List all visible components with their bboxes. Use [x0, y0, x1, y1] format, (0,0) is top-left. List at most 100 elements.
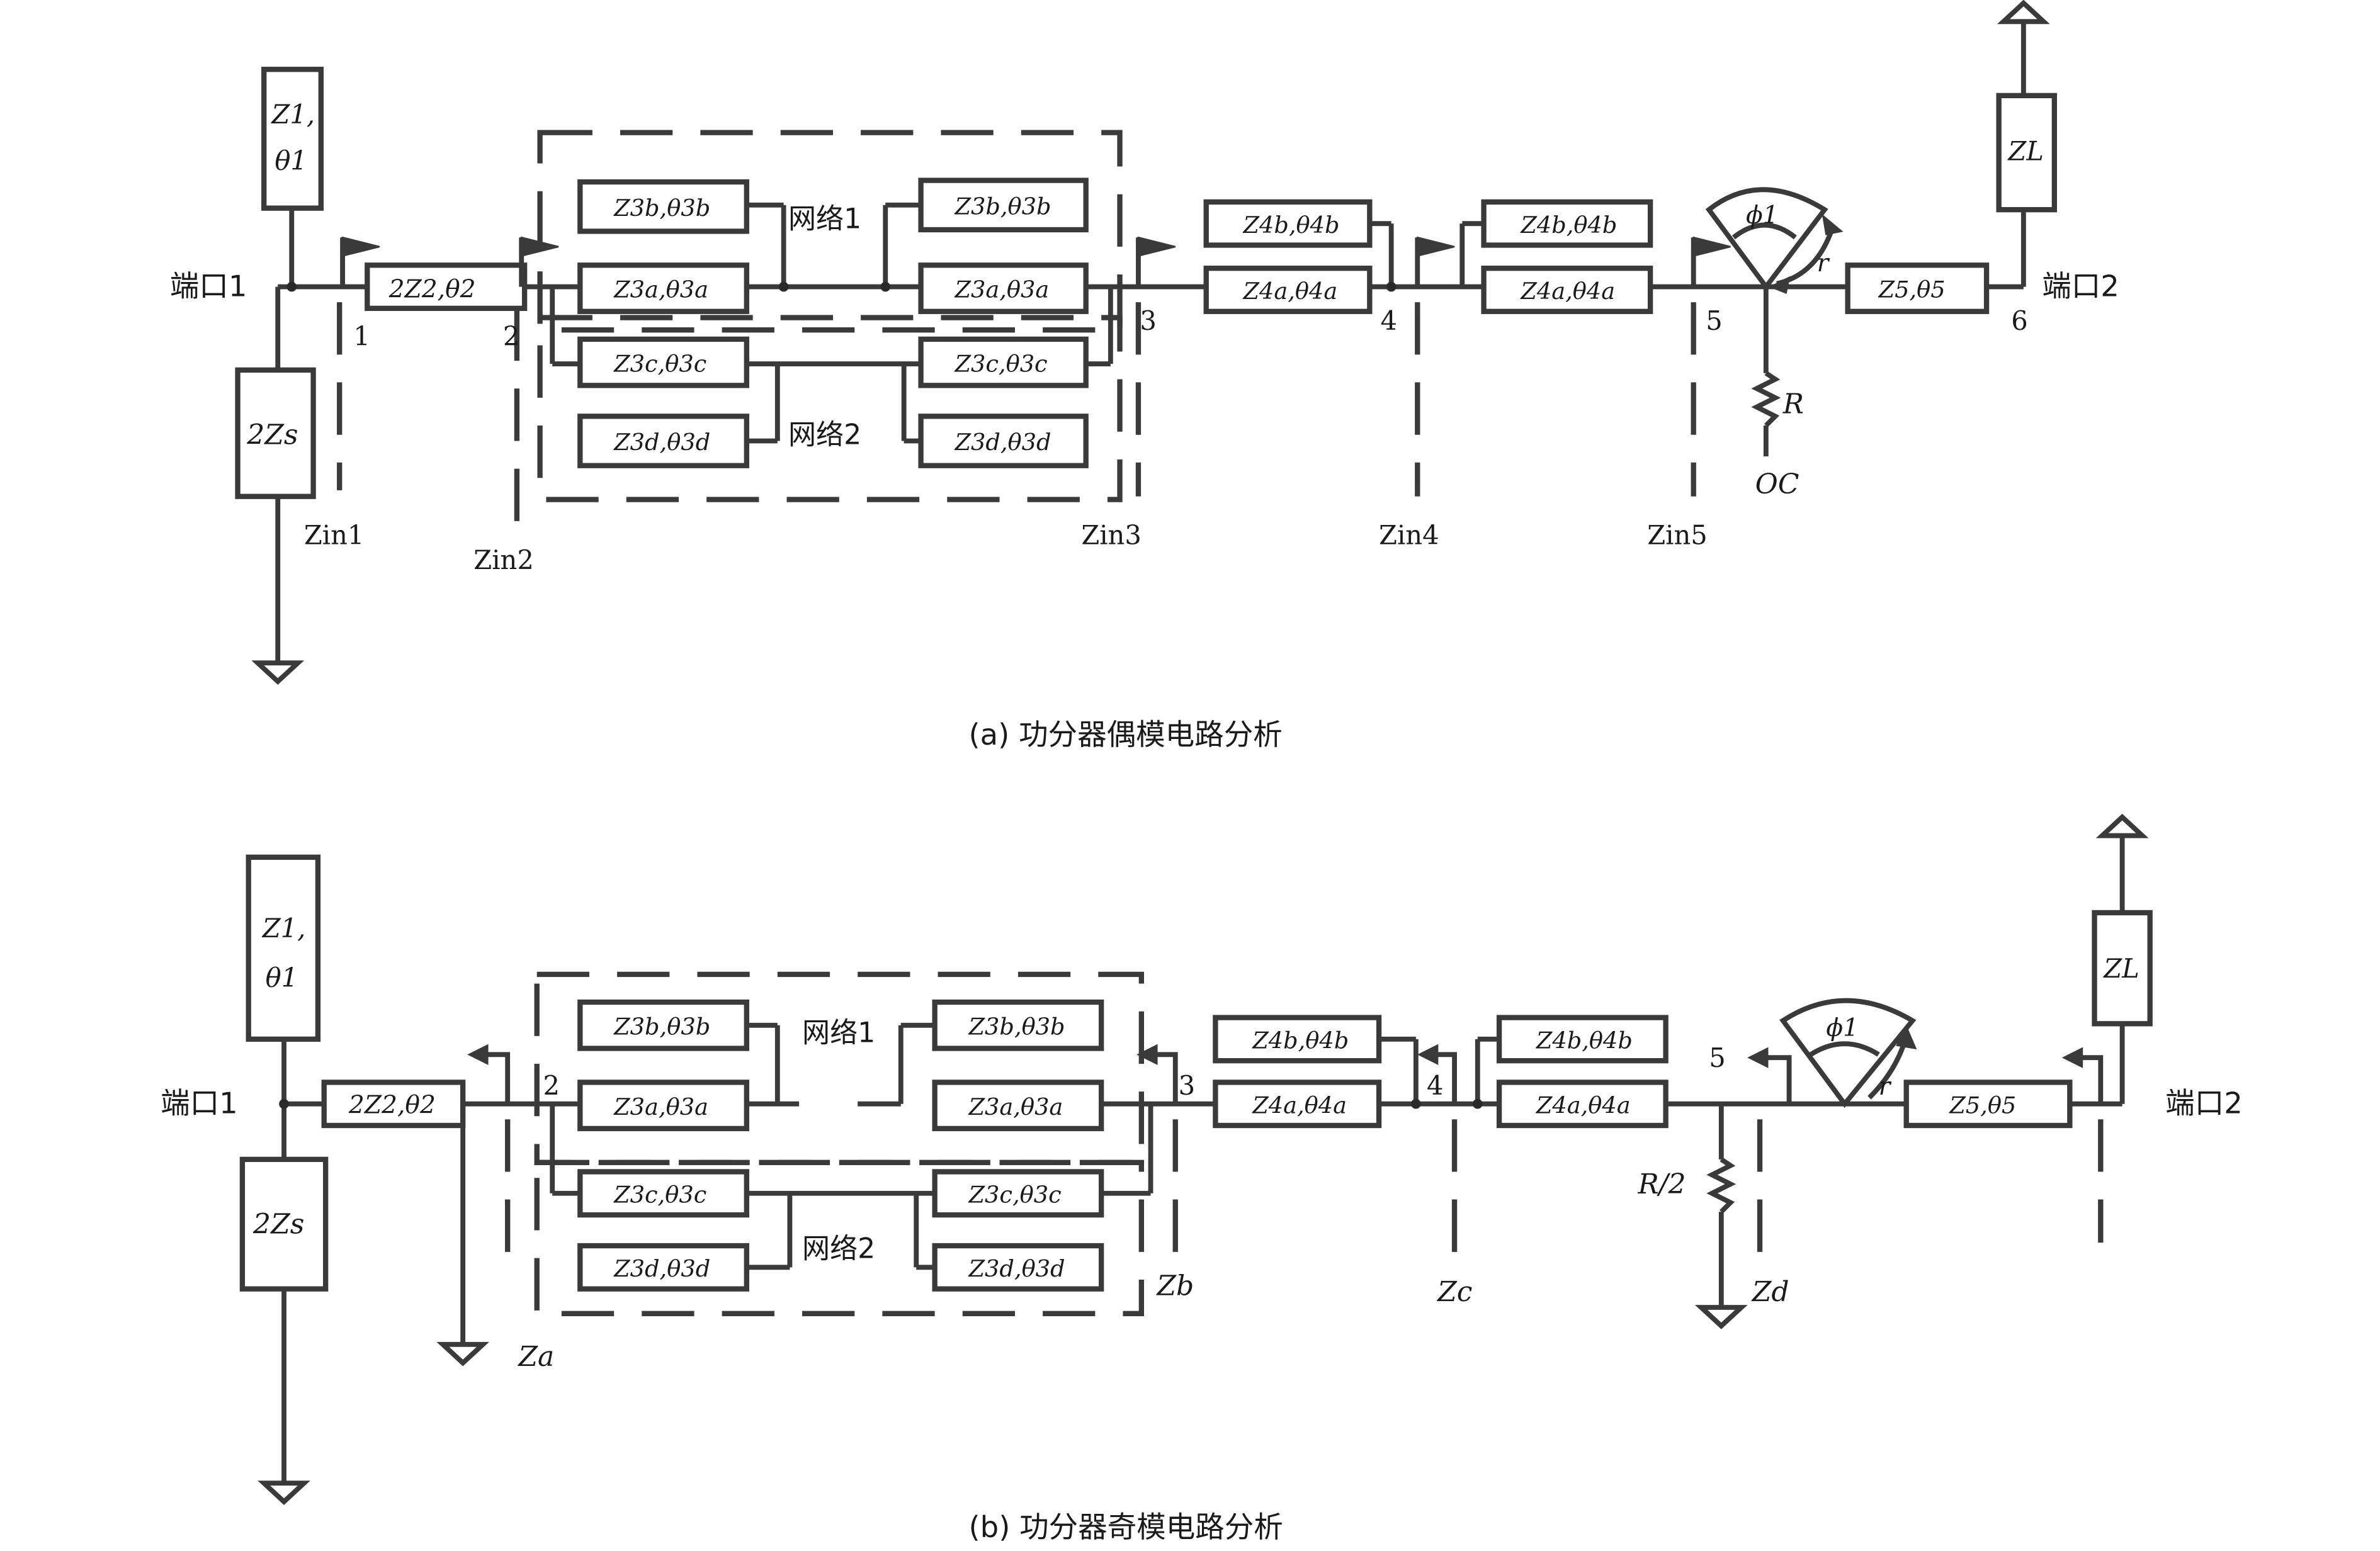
network2-boundary: [537, 315, 1123, 502]
caption-a: (a) 功分器偶模电路分析: [969, 718, 1283, 752]
z4b-label: Z4b,θ4b: [1252, 1027, 1349, 1054]
zd-label: Zd: [1751, 1276, 1789, 1308]
zl-label: ZL: [2102, 953, 2139, 984]
phi1-label: ϕ1: [1746, 201, 1779, 230]
z4a-box: [1213, 1080, 1382, 1129]
z3c-label: Z3c,θ3c: [954, 350, 1047, 377]
z4b-box: [1481, 199, 1653, 248]
zs-label: 2Zs: [246, 419, 298, 451]
radial-stub-icon: [1779, 998, 1917, 1108]
z3c-label: Z3c,θ3c: [613, 350, 706, 377]
z3b-box: [918, 178, 1089, 233]
network2-boundary: [534, 1159, 1145, 1316]
z3a-label: Z3a,θ3a: [613, 1093, 708, 1120]
z3a-box: [577, 1080, 749, 1132]
ground-icon: [258, 1480, 310, 1505]
resistor-label: R: [1782, 388, 1804, 420]
reference-planes: [505, 1119, 2104, 1274]
node-4-label: 4: [1380, 305, 1397, 336]
zin1-label: Zin1: [304, 520, 365, 551]
caption-b: (b) 功分器奇模电路分析: [969, 1510, 1283, 1544]
z4b-box: [1213, 1015, 1382, 1064]
oc-label: OC: [1755, 468, 1799, 500]
z4a-label: Z4a,θ4a: [1536, 1091, 1631, 1119]
zin4-label: Zin4: [1379, 520, 1439, 551]
z3b-label: Z3b,θ3b: [613, 1013, 710, 1040]
z4a-label: Z4a,θ4a: [1252, 1091, 1347, 1119]
z2-label: 2Z2,θ2: [388, 276, 476, 304]
z3c-label: Z3c,θ3c: [968, 1181, 1062, 1208]
zl-box: [1996, 93, 2057, 213]
z3a-label: Z3a,θ3a: [613, 276, 708, 303]
junction-nodes: [286, 281, 1397, 292]
port1-label: 端口1: [161, 1086, 238, 1120]
z5-box: [1903, 1080, 2073, 1129]
odd-wires: [281, 835, 2125, 1484]
resistor-icon: [1706, 1157, 1737, 1214]
z3b-box: [577, 179, 749, 234]
z3d-box: [932, 1243, 1104, 1292]
z5-label: Z5,θ5: [1878, 276, 1946, 303]
za-label: Za: [517, 1341, 554, 1373]
network2-label: 网络2: [802, 1233, 875, 1265]
z4a-box: [1496, 1080, 1669, 1129]
node-3-label: 3: [1140, 305, 1156, 336]
z3a-label: Z3a,θ3a: [968, 1093, 1063, 1120]
phi1-label: ϕ1: [1826, 1014, 1859, 1042]
z3c-label: Z3c,θ3c: [613, 1181, 706, 1208]
radial-stub-icon: [1705, 187, 1844, 295]
z3d-label: Z3d,θ3d: [613, 429, 710, 456]
network1-boundary: [534, 971, 1145, 1165]
z3b-box: [932, 999, 1104, 1051]
z3d-box: [918, 414, 1089, 468]
network1-boundary: [537, 130, 1123, 333]
node-3-label: 3: [1179, 1070, 1195, 1101]
z4b-box: [1496, 1015, 1669, 1064]
z4a-label: Z4a,θ4a: [1243, 278, 1338, 305]
z3d-label: Z3d,θ3d: [613, 1255, 710, 1282]
node-2-label: 2: [503, 321, 519, 352]
z3c-box: [918, 336, 1089, 388]
z1-label: Z1,: [270, 99, 315, 130]
zin3-label: Zin3: [1081, 520, 1142, 551]
open-arrow-icon: [1997, 0, 2050, 25]
junction-nodes: [279, 1098, 1483, 1109]
z4b-label: Z4b,θ4b: [1520, 212, 1617, 239]
z2-box: [365, 262, 528, 312]
theta1-label: θ1: [266, 962, 298, 993]
z3d-label: Z3d,θ3d: [968, 1255, 1065, 1282]
node-6-label: 6: [2011, 305, 2027, 336]
z3c-box: [932, 1169, 1104, 1218]
port-flag-icons: [340, 236, 1731, 287]
zin5-label: Zin5: [1647, 520, 1708, 551]
z3a-box: [577, 262, 749, 314]
zl-label: ZL: [2007, 136, 2044, 167]
z2-label: 2Z2,θ2: [348, 1091, 436, 1119]
resistor-label: R/2: [1638, 1168, 1686, 1200]
odd-mode-circuit: 端口1 端口2 网络1 网络2 Z1, θ1 2Zs 2Z2,θ2 Z3b,θ3…: [161, 813, 2243, 1544]
node-5-label: 5: [1706, 305, 1722, 336]
r-label: r: [1817, 249, 1830, 278]
reference-arrow-icons: [467, 1044, 2104, 1104]
zb-label: Zb: [1155, 1270, 1194, 1302]
z4a-box: [1203, 266, 1373, 314]
network1-label: 网络1: [802, 1017, 875, 1049]
z3d-box: [577, 1243, 749, 1292]
z3b-box: [577, 999, 749, 1051]
z1-label: Z1,: [261, 913, 306, 944]
ground-icon: [251, 660, 305, 685]
node-2-label: 2: [543, 1070, 560, 1101]
z3b-label: Z3b,θ3b: [954, 193, 1051, 220]
z3b-label: Z3b,θ3b: [968, 1013, 1065, 1040]
z3d-box: [577, 414, 749, 468]
network2-label: 网络2: [788, 419, 861, 451]
z4a-label: Z4a,θ4a: [1520, 278, 1615, 305]
theta1-label: θ1: [275, 145, 307, 176]
even-mode-circuit: 端口1 端口2 网络1 网络2 Z1, θ1 2Zs 2Z2,θ2 Z3b,θ3…: [170, 0, 2119, 752]
open-arrow-icon: [2095, 813, 2149, 838]
zc-label: Zc: [1436, 1276, 1472, 1308]
z4b-label: Z4b,θ4b: [1243, 212, 1340, 239]
z5-label: Z5,θ5: [1949, 1091, 2016, 1119]
z4b-label: Z4b,θ4b: [1536, 1027, 1633, 1054]
